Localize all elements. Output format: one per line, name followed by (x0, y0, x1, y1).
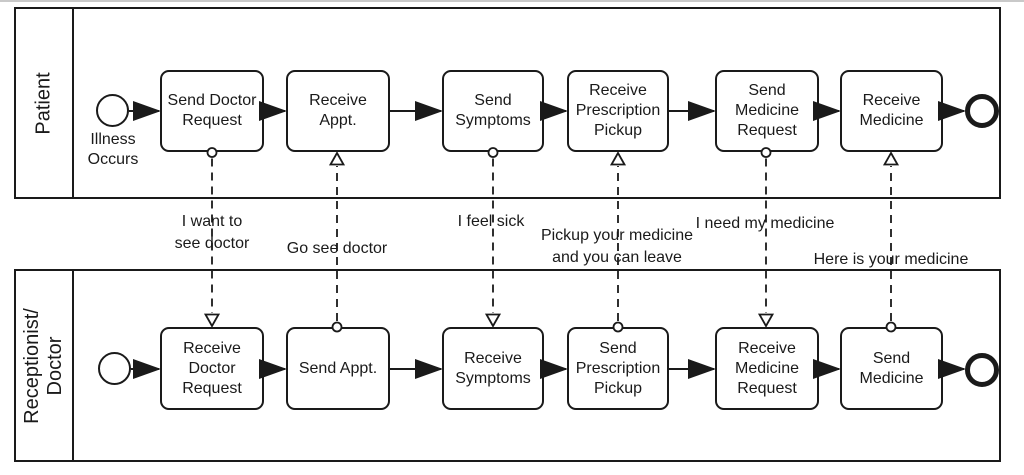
message-label-here-is-your-medicine: Here is your medicine (813, 251, 969, 268)
start-event-receptionist-doctor (98, 352, 131, 385)
task-receive-medicine: Receive Medicine (840, 70, 943, 152)
pool-receptionist-doctor-label: Receptionist/ Doctor (21, 307, 66, 424)
start-event-patient (96, 94, 129, 127)
pool-patient: Patient (14, 7, 1001, 199)
end-event-receptionist-doctor (965, 353, 999, 387)
message-label-go-see-doctor: Go see doctor (286, 240, 388, 257)
task-send-symptoms: Send Symptoms (442, 70, 544, 152)
task-receive-doctor-request: Receive Doctor Request (160, 327, 264, 410)
end-event-patient (965, 94, 999, 128)
task-send-doctor-request: Send Doctor Request (160, 70, 264, 152)
pool-receptionist-doctor-label-band: Receptionist/ Doctor (16, 271, 74, 460)
task-receive-medicine-request: Receive Medicine Request (715, 327, 819, 410)
pool-patient-label: Patient (32, 71, 55, 135)
task-receive-prescription-pickup: Receive Prescription Pickup (567, 70, 669, 152)
task-send-medicine: Send Medicine (840, 327, 943, 410)
message-label-i-feel-sick: I feel sick (457, 213, 525, 230)
message-label-pickup-your-medicine: Pickup your medicine and you can leave (540, 227, 694, 266)
task-receive-appt: Receive Appt. (286, 70, 390, 152)
pool-receptionist-doctor: Receptionist/ Doctor (14, 269, 1001, 462)
message-label-i-need-my-medicine: I need my medicine (695, 215, 835, 232)
pool-patient-label-band: Patient (16, 9, 74, 197)
task-send-appt: Send Appt. (286, 327, 390, 410)
task-receive-symptoms: Receive Symptoms (442, 327, 544, 410)
task-send-prescription-pickup: Send Prescription Pickup (567, 327, 669, 410)
task-send-medicine-request: Send Medicine Request (715, 70, 819, 152)
start-event-patient-label: Illness Occurs (87, 131, 139, 168)
message-label-i-want-to-see-doctor: I want to see doctor (174, 213, 250, 252)
image-bottom-edge-artifact (0, 0, 1024, 2)
